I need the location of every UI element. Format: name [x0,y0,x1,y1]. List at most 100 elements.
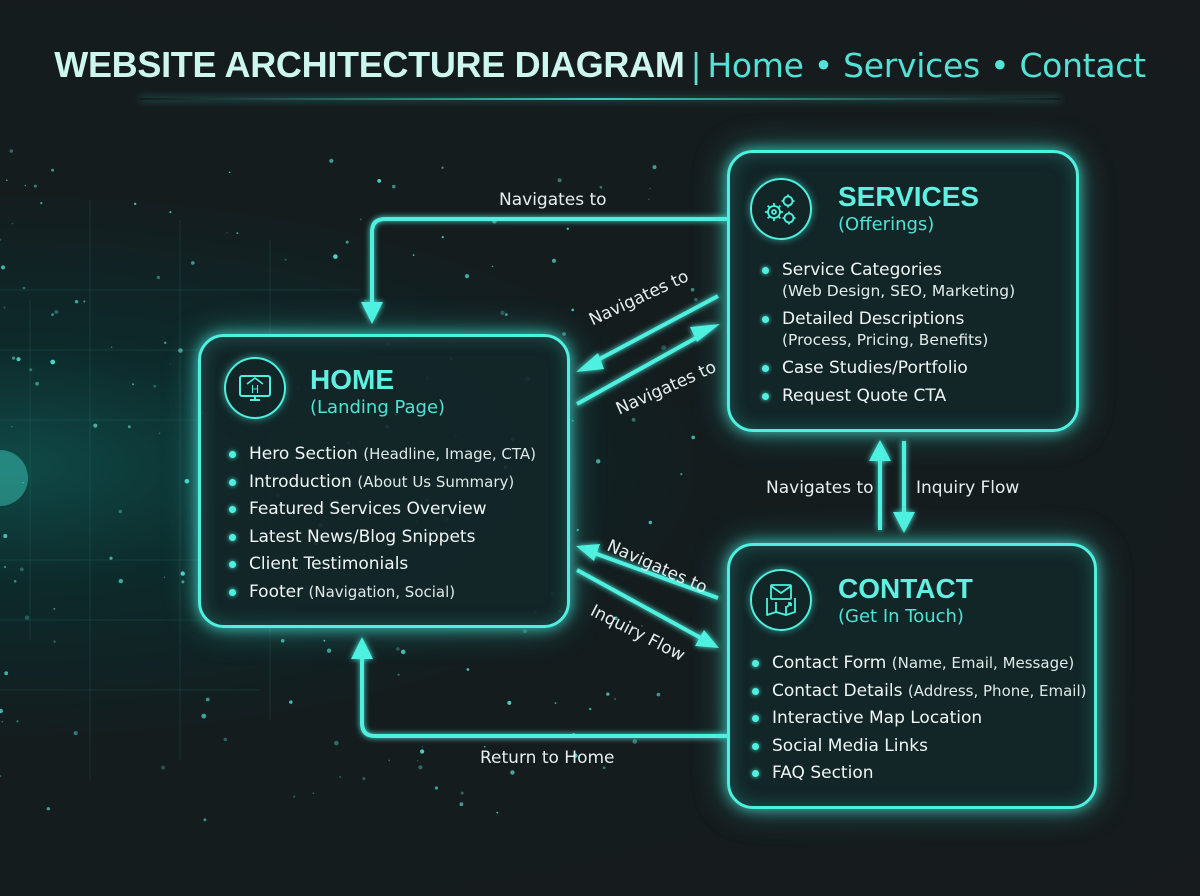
services-subtitle: (Offerings) [838,214,935,235]
arrowhead-home-diag-upper [576,353,604,372]
background-particle [35,381,39,386]
services-item-main: Request Quote CTA [782,385,947,406]
home-item-main: Latest News/Blog Snippets [249,526,476,547]
title-underline [140,98,1060,100]
background-particle [158,432,161,434]
background-particle [161,765,166,770]
contact-subtitle: (Get In Touch) [838,606,964,627]
background-particle [169,211,172,214]
home-item-detail: (Navigation, Social) [308,582,456,601]
background-particle [652,165,657,170]
contact-item: FAQ Section [752,760,1086,788]
home-subtitle: (Landing Page) [310,397,446,418]
home-item: Introduction (About Us Summary) [229,469,536,497]
home-item-detail: (About Us Summary) [357,472,515,491]
page-title: WEBSITE ARCHITECTURE DIAGRAM|Home • Serv… [0,44,1200,86]
background-particle [510,770,515,775]
background-particle [661,345,667,350]
monitor-home-icon: H [239,375,271,401]
background-particle [9,149,13,153]
flow-home-to-contact-diag [576,568,702,640]
background-particle [566,227,569,230]
arrowhead-contact-top [893,512,915,533]
background-particle [73,731,78,736]
services-item: Service Categories(Web Design, SEO, Mark… [762,260,1015,309]
background-particle [441,235,444,239]
background-particle [551,258,557,263]
background-particle [292,795,296,798]
background-particle [19,567,24,572]
services-item-detail: (Web Design, SEO, Marketing) [782,282,1016,300]
flow-label-services-to-home-top: Navigates to [499,190,607,210]
flow-label-services-to-contact: Inquiry Flow [916,478,1020,498]
background-particle [201,713,207,719]
background-glow [0,450,28,506]
background-particle [22,482,24,484]
background-particle [573,753,578,758]
background-particle [74,300,79,304]
background-particle [24,184,26,187]
flow-contact-to-home-diag [593,551,719,600]
background-particle [11,222,14,225]
background-particle [236,232,239,235]
home-item: Client Testimonials [229,551,536,579]
background-particle [109,556,113,560]
background-particle [53,607,56,610]
background-particle [134,202,137,206]
background-particle [312,792,315,794]
background-particle [649,187,651,190]
title-subtitle: Home • Services • Contact [707,46,1146,85]
arrowhead-contact-diag [695,630,719,648]
background-particle [1,265,5,270]
background-particle [571,419,574,422]
home-title: HOME [310,364,394,395]
background-particle [11,356,16,360]
contact-item: Interactive Map Location [752,705,1086,733]
home-item-main: Footer [249,581,304,602]
background-particle [359,218,362,221]
flow-contact-to-home-bottom [360,657,727,738]
background-particle [562,332,566,336]
contact-item-main: FAQ Section [772,763,874,783]
background-particle [51,168,54,172]
background-particle [441,166,444,169]
background-particle [16,720,19,723]
background-particle [557,178,562,183]
background-particle [163,341,167,345]
contact-item-main: Contact Form [772,653,887,673]
background-particle [93,423,98,428]
background-particle [397,673,400,676]
background-particle [0,775,2,778]
background-particle [421,746,424,748]
contact-icon-circle [750,569,812,631]
background-particle [40,202,43,205]
background-particle [54,310,59,314]
background-particle [694,297,698,302]
background-particle [223,737,228,742]
background-particle [364,299,367,302]
background-particle [648,520,652,525]
background-particle [483,745,486,748]
background-particle [29,368,33,372]
background-particle [680,473,683,476]
background-particle [13,580,17,583]
background-particle [500,310,505,315]
background-particle [416,760,419,762]
home-item-main: Featured Services Overview [249,499,487,519]
background-particle [326,648,332,653]
background-particle [1,720,4,723]
background-particle [690,287,695,292]
background-particle [334,740,339,746]
background-particle [24,615,30,620]
background-particle [110,346,113,348]
contact-item: Contact Form (Name, Email, Message) [752,650,1086,678]
background-particle [392,184,396,189]
flow-services-to-home-diag [593,294,719,364]
background-particle [51,313,54,316]
background-particle [345,240,349,244]
background-particle [333,254,338,259]
background-particle [118,509,123,514]
services-item-list: Service Categories(Web Design, SEO, Mark… [762,260,1015,413]
background-particle [496,811,499,814]
background-particle [10,425,13,428]
